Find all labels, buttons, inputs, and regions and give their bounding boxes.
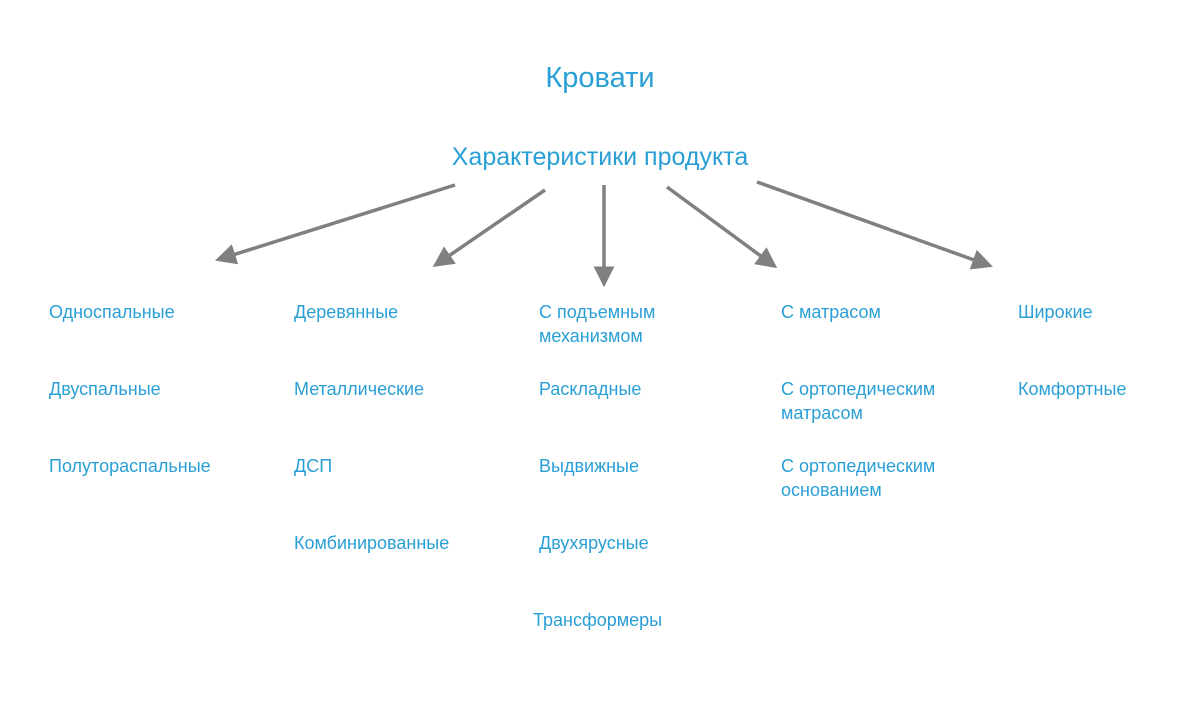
node-combined: Комбинированные — [294, 533, 450, 553]
node-metal: Металлические — [294, 379, 425, 399]
diagram-title: Кровати — [545, 62, 655, 94]
node-orthopedic-base: С ортопедическим основанием — [781, 456, 936, 500]
diagram-subtitle: Характеристики продукта — [451, 143, 749, 171]
node-orthopedic-mattress: С ортопедическим матрасом — [781, 379, 936, 423]
node-single-beds: Односпальные — [49, 302, 175, 322]
node-with-mattress: С матрасом — [781, 302, 881, 322]
node-transformers: Трансформеры — [533, 610, 663, 630]
node-pull-out: Выдвижные — [539, 456, 639, 476]
node-one-and-half-beds: Полутораспальные — [49, 456, 211, 476]
arrow-to-column-4 — [665, 185, 778, 269]
node-wooden: Деревянные — [294, 302, 399, 322]
arrow-to-column-1 — [214, 183, 456, 265]
arrow-to-column-2 — [432, 188, 546, 267]
node-comfortable: Комфортные — [1018, 379, 1127, 399]
node-double-beds: Двуспальные — [49, 379, 161, 399]
node-bunk: Двухярусные — [539, 533, 649, 553]
node-chipboard: ДСП — [294, 456, 333, 476]
node-folding: Раскладные — [539, 379, 642, 399]
arrow-to-column-5 — [756, 180, 993, 270]
node-wide: Широкие — [1018, 302, 1093, 322]
node-lift-mechanism: С подъемным механизмом — [539, 302, 656, 346]
